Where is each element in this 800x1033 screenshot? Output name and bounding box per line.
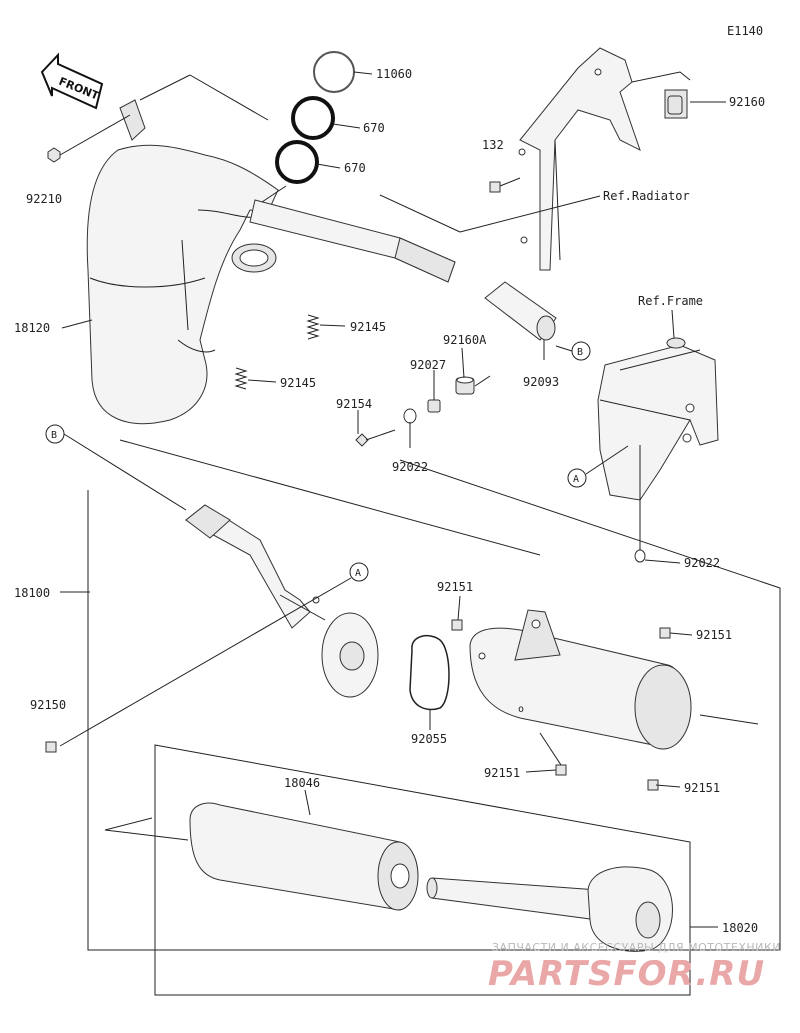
ref-marker-b-upper-label: B bbox=[577, 347, 583, 358]
watermark-logo: PARTSFOR.RU bbox=[488, 954, 765, 994]
exhaust-pipe-18120 bbox=[86, 99, 456, 425]
spring-92145-lower-icon bbox=[234, 367, 248, 390]
label-ref-frame: Ref.Frame bbox=[638, 294, 703, 308]
o-ring-670-upper-icon bbox=[291, 96, 335, 140]
label-92022-lower: 92022 bbox=[684, 556, 720, 570]
label-92145-lower: 92145 bbox=[280, 376, 316, 390]
svg-text:o: o bbox=[518, 704, 524, 715]
gasket-92055-icon bbox=[409, 634, 450, 711]
label-92027: 92027 bbox=[410, 358, 446, 372]
leader-lines bbox=[59, 71, 759, 928]
label-670-upper: 670 bbox=[363, 121, 385, 135]
damper-92160A-icon bbox=[455, 376, 475, 395]
bolt-92151-bottom-icon bbox=[555, 764, 567, 776]
label-92210: 92210 bbox=[26, 192, 62, 206]
label-92151-top: 92151 bbox=[437, 580, 473, 594]
label-18120: 18120 bbox=[14, 321, 50, 335]
spring-92145-upper-icon bbox=[306, 314, 320, 340]
washer-92022-lower-icon bbox=[634, 549, 646, 563]
bolt-92151-top-icon bbox=[451, 619, 463, 631]
ref-marker-a-left bbox=[349, 562, 369, 582]
part-labels: 11060 670 670 92160 132 Ref.Radiator 922… bbox=[14, 67, 765, 935]
label-92055: 92055 bbox=[411, 732, 447, 746]
silencer-core-18046 bbox=[189, 802, 419, 911]
sleeve-92093-icon bbox=[484, 281, 557, 341]
group-18020-box bbox=[154, 744, 691, 996]
label-92151-lower-right: 92151 bbox=[684, 781, 720, 795]
o-ring-670-lower-icon bbox=[275, 140, 319, 184]
label-18100: 18100 bbox=[14, 586, 50, 600]
label-92151-bottom: 92151 bbox=[484, 766, 520, 780]
washer-92022-upper-icon bbox=[403, 408, 417, 424]
watermark-tagline: ЗАПЧАСТИ И АКСЕССУАРЫ ДЛЯ МОТОТЕХНИКИ bbox=[492, 941, 781, 954]
label-92154: 92154 bbox=[336, 397, 372, 411]
ref-marker-a-left-label: A bbox=[355, 568, 361, 579]
label-18046: 18046 bbox=[284, 776, 320, 790]
gasket-11060-icon bbox=[313, 51, 355, 93]
frame-section bbox=[597, 337, 719, 501]
silencer-body: o bbox=[469, 609, 692, 750]
label-92150: 92150 bbox=[30, 698, 66, 712]
label-92160: 92160 bbox=[729, 95, 765, 109]
front-arrow-icon: FRONT bbox=[40, 52, 104, 110]
label-92145-upper: 92145 bbox=[350, 320, 386, 334]
bolt-92154-icon bbox=[355, 429, 396, 447]
ref-marker-a-right bbox=[567, 468, 587, 488]
bolt-132-icon bbox=[489, 181, 501, 193]
label-92151-right: 92151 bbox=[696, 628, 732, 642]
bolt-92151-right-icon bbox=[659, 627, 671, 639]
diagram-code: E1140 bbox=[727, 24, 763, 38]
collar-92160-icon bbox=[667, 95, 683, 115]
end-cap-18020-icon bbox=[587, 866, 673, 952]
collar-92027-icon bbox=[427, 399, 441, 413]
label-ref-radiator: Ref.Radiator bbox=[603, 189, 690, 203]
label-92022-upper: 92022 bbox=[392, 460, 428, 474]
label-92160A: 92160A bbox=[443, 333, 487, 347]
nut-92210-icon bbox=[47, 147, 61, 163]
label-132: 132 bbox=[482, 138, 504, 152]
bolt-92150-icon bbox=[45, 741, 57, 753]
ref-marker-a-right-label: A bbox=[573, 474, 579, 485]
perforated-tube-icon bbox=[426, 877, 599, 921]
radiator-bracket bbox=[518, 47, 691, 271]
label-18020: 18020 bbox=[722, 921, 758, 935]
muffler-midpipe-18100 bbox=[185, 504, 379, 698]
ref-marker-b-lower-label: B bbox=[51, 430, 57, 441]
group-18100-line bbox=[87, 459, 781, 951]
label-92093: 92093 bbox=[523, 375, 559, 389]
label-11060: 11060 bbox=[376, 67, 412, 81]
label-670-lower: 670 bbox=[344, 161, 366, 175]
